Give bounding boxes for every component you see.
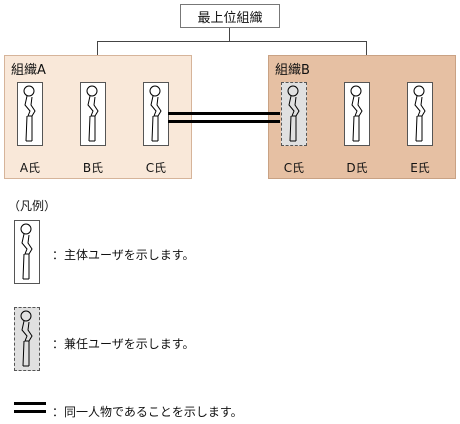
double-line-icon [14, 402, 46, 414]
user-card-b [80, 82, 106, 146]
user-card-a [17, 82, 43, 146]
person-icon [23, 85, 36, 142]
legend-main-user-card [14, 220, 40, 284]
person-icon [149, 85, 162, 142]
legend-same-person-text: ：同一人物であることを示します。 [52, 405, 243, 419]
org-b-box: 組織B C氏 D氏 [268, 55, 456, 179]
user-card-c-concurrent [281, 82, 307, 146]
user-name-a: A氏 [19, 161, 41, 175]
top-org-box: 最上位組織 [180, 4, 280, 28]
person-icon [413, 85, 426, 142]
legend-main-user-text: ：主体ユーザを示します。 [52, 248, 195, 262]
person-icon [287, 85, 300, 142]
top-org-label: 最上位組織 [197, 10, 263, 26]
person-icon [20, 310, 33, 367]
connector-vertical-top [229, 28, 230, 42]
connector-left-drop [97, 41, 98, 55]
user-card-c-main [143, 82, 169, 146]
user-name-b: B氏 [82, 161, 104, 175]
same-person-link-top [168, 112, 280, 115]
org-a-box: 組織A A氏 B氏 [4, 55, 192, 179]
connector-horizontal [97, 41, 367, 42]
person-icon [350, 85, 363, 142]
user-name-d: D氏 [346, 161, 368, 175]
user-card-e [407, 82, 433, 146]
person-icon [86, 85, 99, 142]
person-icon [20, 223, 33, 280]
legend-concurrent-user-text: ：兼任ユーザを示します。 [52, 337, 195, 351]
org-b-label: 組織B [275, 63, 310, 78]
connector-right-drop [366, 41, 367, 55]
user-card-d [344, 82, 370, 146]
user-name-c-main: C氏 [145, 161, 167, 175]
legend-title: （凡例） [8, 199, 57, 213]
user-name-e: E氏 [410, 161, 430, 175]
org-a-label: 組織A [11, 63, 46, 78]
user-name-c-concurrent: C氏 [283, 161, 305, 175]
legend-concurrent-user-card [14, 307, 40, 371]
same-person-link-bottom [168, 120, 280, 123]
